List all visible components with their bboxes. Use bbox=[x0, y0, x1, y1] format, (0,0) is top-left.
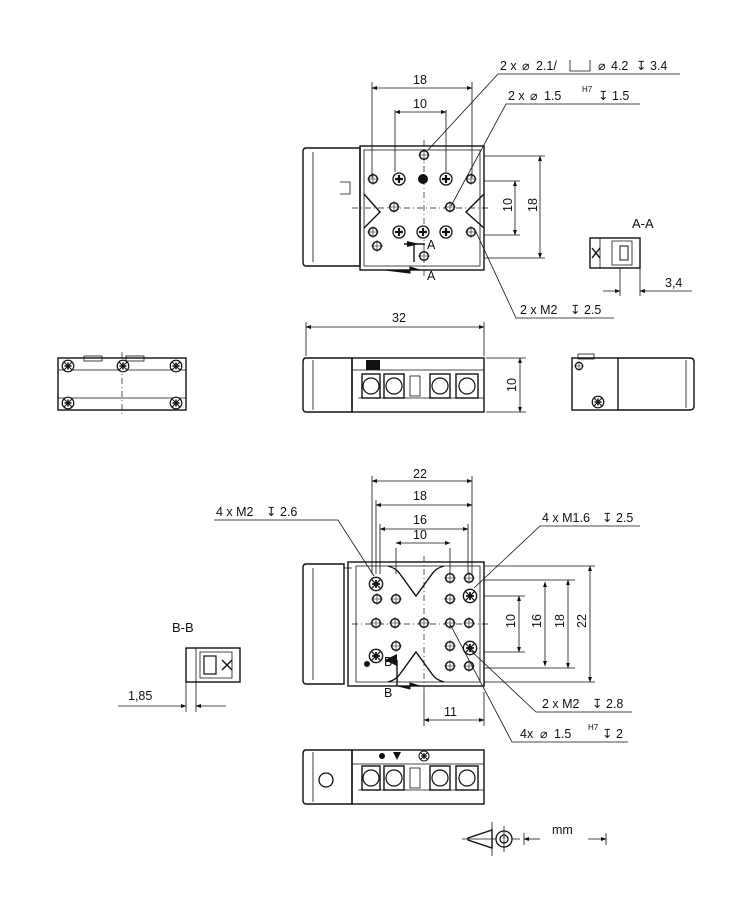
projection-symbol: mm bbox=[462, 822, 607, 856]
callout-pin-dia: 1.5 bbox=[544, 89, 561, 103]
depth-symbol-2: ↧ bbox=[598, 89, 608, 103]
units-label: mm bbox=[552, 823, 573, 837]
diameter-symbol-4: ⌀ bbox=[540, 727, 548, 741]
end-view-right bbox=[571, 353, 695, 411]
depth-symbol-5: ↧ bbox=[602, 511, 612, 525]
callout-m2-2-depth: 2.8 bbox=[606, 697, 623, 711]
callout-cbore-depth: 3.4 bbox=[650, 59, 667, 73]
callout-m16-depth: 2.5 bbox=[616, 511, 633, 525]
dim-bottom-v22: 22 bbox=[575, 614, 589, 628]
callout-pin4-dia: 1.5 bbox=[554, 727, 571, 741]
dim-bottom-v18: 18 bbox=[553, 614, 567, 628]
diameter-symbol-2: ⌀ bbox=[598, 59, 606, 73]
bottom-view: B B 22 18 16 10 10 16 18 22 11 4 x M2 ↧ … bbox=[214, 467, 640, 743]
diameter-symbol-3: ⌀ bbox=[530, 89, 538, 103]
callout-m2-4-depth: 2.6 bbox=[280, 505, 297, 519]
callout-m16: 4 x M1.6 bbox=[542, 511, 590, 525]
section-mark-b-upper: B bbox=[384, 655, 392, 669]
callout-thread-depth: 2.5 bbox=[584, 303, 601, 317]
side-view: 32 10 bbox=[302, 311, 526, 413]
dim-side-32: 32 bbox=[392, 311, 406, 325]
section-b-dim: 1,85 bbox=[128, 689, 152, 703]
diameter-symbol: ⌀ bbox=[522, 59, 530, 73]
top-view: A A 18 10 10 18 2 x ⌀ 2.1/ ⌀ 4.2 ↧ 3.4 2… bbox=[302, 59, 680, 319]
end-view-left bbox=[57, 352, 187, 416]
dim-top-18: 18 bbox=[413, 73, 427, 87]
callout-hole-prefix: 2 x bbox=[500, 59, 517, 73]
front-view bbox=[302, 749, 485, 805]
callout-pin-prefix: 2 x bbox=[508, 89, 525, 103]
depth-symbol-7: ↧ bbox=[602, 727, 612, 741]
dim-top-v10: 10 bbox=[501, 198, 515, 212]
dim-bottom-v16: 16 bbox=[530, 614, 544, 628]
dim-bottom-v10: 10 bbox=[504, 614, 518, 628]
callout-m2-4: 4 x M2 bbox=[216, 505, 254, 519]
section-mark-b-lower: B bbox=[384, 686, 392, 700]
dim-top-10: 10 bbox=[413, 97, 427, 111]
callout-pin4-prefix: 4x bbox=[520, 727, 534, 741]
depth-symbol: ↧ bbox=[636, 59, 646, 73]
section-mark-a-lower: A bbox=[427, 269, 436, 283]
section-b-b: B-B 1,85 bbox=[118, 620, 241, 712]
dim-bottom-10: 10 bbox=[413, 528, 427, 542]
callout-cbore-dia: 4.2 bbox=[611, 59, 628, 73]
callout-hole-dia: 2.1/ bbox=[536, 59, 557, 73]
section-mark-a-upper: A bbox=[427, 238, 436, 252]
depth-symbol-4: ↧ bbox=[266, 505, 276, 519]
callout-thread: 2 x M2 bbox=[520, 303, 558, 317]
dim-bottom-18: 18 bbox=[413, 489, 427, 503]
section-b-title: B-B bbox=[172, 620, 194, 635]
section-a-dim: 3,4 bbox=[665, 276, 682, 290]
depth-symbol-3: ↧ bbox=[570, 303, 580, 317]
callout-pin4-depth: 2 bbox=[616, 727, 623, 741]
callout-pin4-tol: H7 bbox=[588, 723, 599, 732]
dim-bottom-11: 11 bbox=[444, 705, 457, 719]
section-a-title: A-A bbox=[632, 216, 654, 231]
dim-bottom-16: 16 bbox=[413, 513, 427, 527]
counterbore-symbol bbox=[569, 60, 591, 72]
callout-m2-2: 2 x M2 bbox=[542, 697, 580, 711]
callout-pin-tol: H7 bbox=[582, 85, 593, 94]
dim-bottom-22: 22 bbox=[413, 467, 427, 481]
callout-pin-depth: 1.5 bbox=[612, 89, 629, 103]
dim-side-10: 10 bbox=[505, 378, 519, 392]
depth-symbol-6: ↧ bbox=[592, 697, 602, 711]
section-a-a: A-A 3,4 bbox=[589, 216, 692, 296]
dim-top-v18: 18 bbox=[526, 198, 540, 212]
